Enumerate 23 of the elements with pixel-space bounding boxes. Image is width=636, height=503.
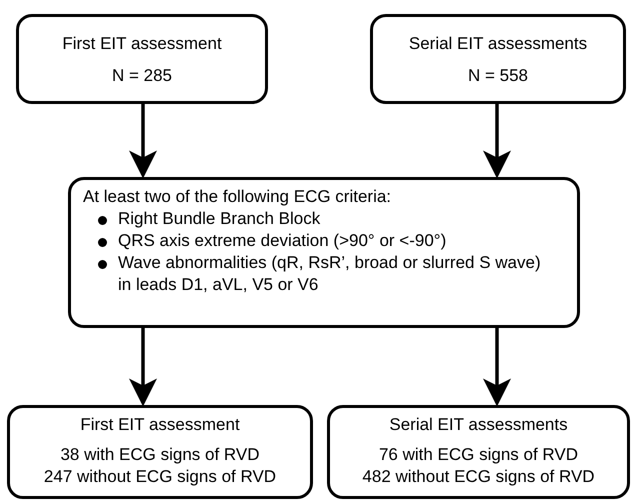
count-text: 76 with ECG signs of RVD [378,444,578,466]
arrow [129,328,157,406]
count-text: N = 285 [112,65,172,88]
criteria-heading: At least two of the following ECG criteria: [83,186,392,208]
process-box [327,405,630,499]
arrow [483,104,511,178]
criterion-text: Right Bundle Branch Block [118,208,322,230]
box-heading: First EIT assessment [80,414,240,436]
count-text: 38 with ECG signs of RVD [60,444,260,466]
process-box [370,14,626,104]
count-text: N = 558 [468,65,528,88]
criterion-text: QRS axis extreme deviation (>90° or <-90°) [118,230,448,252]
count-text: 247 without ECG signs of RVD [44,466,276,488]
box-heading: Serial EIT assessments [389,414,568,436]
process-box [7,405,313,499]
arrow [483,328,511,406]
box-heading: Serial EIT assessments [408,33,588,55]
count-text: 482 without ECG signs of RVD [362,466,595,488]
process-box [16,14,268,104]
box-heading: First EIT assessment [62,33,222,55]
process-box [68,177,580,328]
arrow [129,104,157,178]
criterion-text: Wave abnormalities (qR, RsR’, broad or slurred S wave) in leads D1, aVL, V5 or V6 [118,252,542,296]
